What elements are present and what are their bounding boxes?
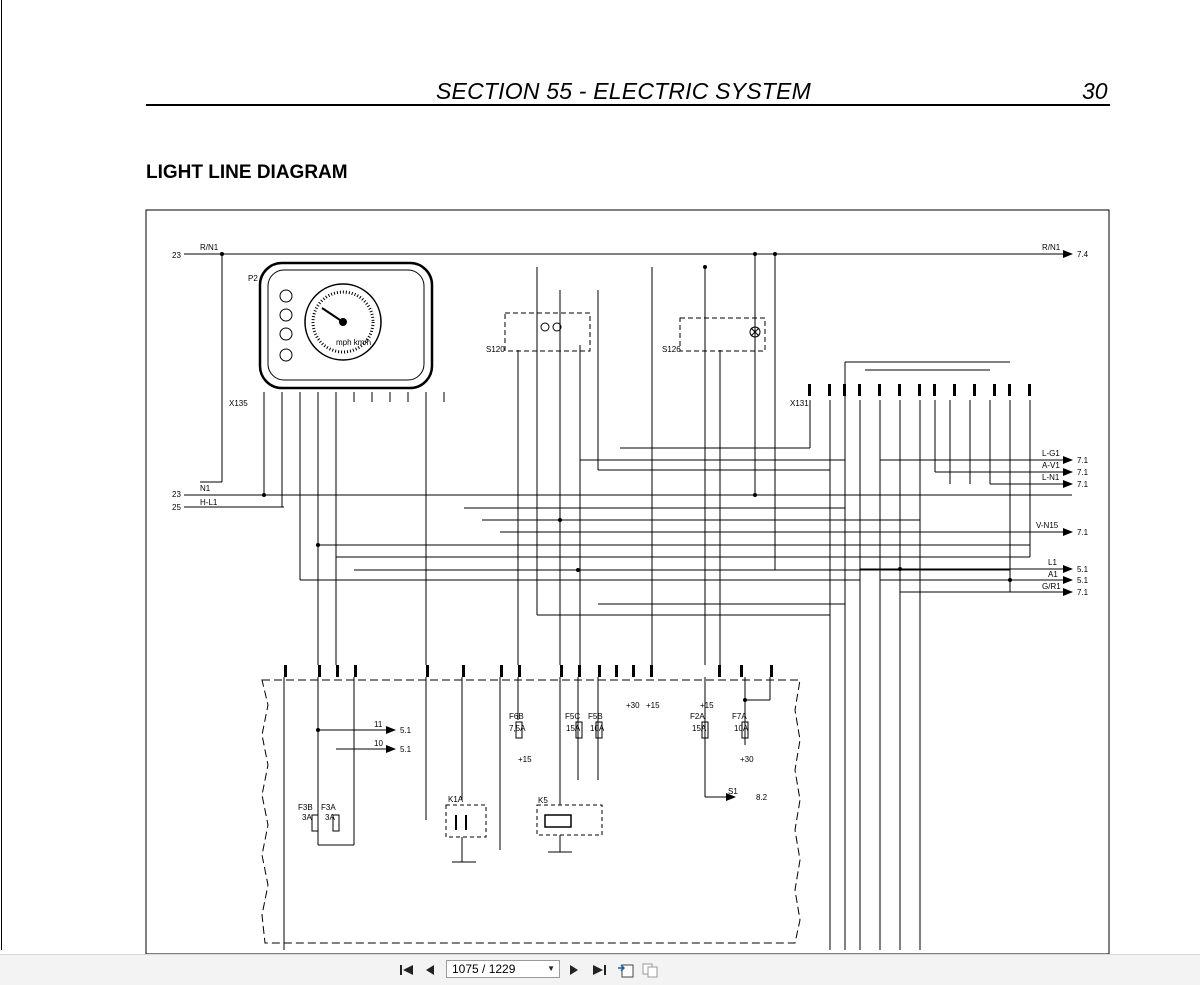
fit-page-icon bbox=[618, 964, 634, 978]
diagram-frame bbox=[145, 209, 1110, 954]
ref-label-l1: 5.1 bbox=[1077, 565, 1089, 574]
label-p2: P2 bbox=[248, 274, 258, 283]
supply-plus30: +30 bbox=[626, 701, 640, 710]
wire-label-av1: A-V1 bbox=[1042, 461, 1060, 470]
switch-s120 bbox=[504, 312, 591, 352]
wiring-schematic: R/N1 23 N1 23 H-L1 25 R/N1 7.4 L-G1 7.1 … bbox=[145, 209, 1110, 954]
relay-k1a bbox=[445, 804, 487, 863]
x131-connector-pins bbox=[808, 384, 1031, 396]
label-f7a: F7A bbox=[732, 712, 747, 721]
first-page-icon bbox=[400, 965, 413, 975]
speedometer-icon bbox=[304, 283, 382, 361]
wire-label-rn1-left: R/N1 bbox=[200, 243, 219, 252]
section-title: SECTION 55 - ELECTRIC SYSTEM bbox=[436, 78, 811, 104]
wire-label-hl1-left: H-L1 bbox=[200, 498, 218, 507]
label-x131: X131 bbox=[790, 399, 809, 408]
wire-label-s1: S1 bbox=[728, 787, 738, 796]
chevron-down-icon: ▼ bbox=[547, 964, 555, 973]
page-left-border bbox=[1, 0, 2, 950]
wire-label-rn1-right: R/N1 bbox=[1042, 243, 1061, 252]
wire-label-11: 11 bbox=[374, 720, 383, 729]
indicator-light-icon bbox=[279, 348, 293, 362]
rating-f5b: 10A bbox=[590, 724, 605, 733]
rating-f6b: 7,5A bbox=[509, 724, 526, 733]
supply-f2a: +15 bbox=[700, 701, 714, 710]
rating-f2a: 15A bbox=[692, 724, 707, 733]
label-gauge-units: mph km/h bbox=[336, 338, 371, 347]
ref-label-ln1: 7.1 bbox=[1077, 480, 1089, 489]
ref-label-25: 25 bbox=[172, 503, 181, 512]
pdf-viewer-toolbar: 1075 / 1229 ▼ bbox=[0, 954, 1200, 985]
page-number-input[interactable]: 1075 / 1229 ▼ bbox=[446, 960, 560, 978]
ref-label-74: 7.4 bbox=[1077, 250, 1089, 259]
diagram-title: LIGHT LINE DIAGRAM bbox=[146, 162, 348, 183]
rating-f3a: 3A bbox=[325, 813, 335, 822]
fit-page-button[interactable] bbox=[616, 961, 636, 979]
wire-label-l1: L1 bbox=[1048, 558, 1057, 567]
header-rule bbox=[146, 104, 1110, 106]
label-f5c: F5C bbox=[565, 712, 580, 721]
last-page-button[interactable] bbox=[590, 961, 608, 979]
label-x135: X135 bbox=[229, 399, 248, 408]
ref-label-vn15: 7.1 bbox=[1077, 528, 1089, 537]
last-page-icon bbox=[593, 965, 606, 975]
control-module-outline bbox=[261, 679, 801, 944]
first-page-button[interactable] bbox=[398, 961, 416, 979]
wire-label-ln1: L-N1 bbox=[1042, 473, 1060, 482]
prev-page-button[interactable] bbox=[422, 961, 438, 979]
indicator-direction-icon bbox=[279, 289, 293, 303]
indicator-hazard-icon bbox=[279, 308, 293, 322]
wire-label-n1-left: N1 bbox=[200, 484, 211, 493]
wire-label-a1: A1 bbox=[1048, 570, 1058, 579]
ref-label-23b: 23 bbox=[172, 490, 181, 499]
wire-label-10: 10 bbox=[374, 739, 383, 748]
label-f3a: F3A bbox=[321, 803, 336, 812]
label-f3b: F3B bbox=[298, 803, 313, 812]
rating-f3b: 3A bbox=[302, 813, 312, 822]
ref-label-23a: 23 bbox=[172, 251, 181, 260]
fuses bbox=[311, 721, 749, 832]
ref-label-s1: 8.2 bbox=[756, 793, 768, 802]
ref-label-lg1: 7.1 bbox=[1077, 456, 1089, 465]
page-number: 30 bbox=[1082, 78, 1108, 104]
ref-label-11: 5.1 bbox=[400, 726, 412, 735]
next-page-button[interactable] bbox=[566, 961, 582, 979]
instrument-panel-p2 bbox=[258, 261, 434, 390]
supply-f7a: +30 bbox=[740, 755, 754, 764]
ref-label-av1: 7.1 bbox=[1077, 468, 1089, 477]
lower-connector-pins bbox=[284, 665, 773, 677]
switch-s126 bbox=[679, 317, 766, 352]
junction-dots bbox=[220, 252, 1012, 732]
prev-page-icon bbox=[426, 965, 434, 975]
rating-f5c: 15A bbox=[566, 724, 581, 733]
supply-plus15: +15 bbox=[646, 701, 660, 710]
ref-label-10: 5.1 bbox=[400, 745, 412, 754]
label-s120: S120 bbox=[486, 345, 505, 354]
wire-label-vn15: V-N15 bbox=[1036, 521, 1059, 530]
p2-connector-pins bbox=[263, 392, 445, 402]
two-page-button[interactable] bbox=[640, 961, 660, 979]
indicator-beam-icon bbox=[279, 327, 293, 341]
ref-label-a1: 5.1 bbox=[1077, 576, 1089, 585]
supply-f6b: +15 bbox=[518, 755, 532, 764]
label-f5b: F5B bbox=[588, 712, 603, 721]
wire-label-gr1: G/R1 bbox=[1042, 582, 1061, 591]
label-f2a: F2A bbox=[690, 712, 705, 721]
next-page-icon bbox=[570, 965, 578, 975]
label-k5: K5 bbox=[538, 796, 548, 805]
page-indicator-text: 1075 / 1229 bbox=[452, 962, 516, 976]
label-f6b: F6B bbox=[509, 712, 524, 721]
label-k1a: K1A bbox=[448, 795, 464, 804]
two-page-icon bbox=[642, 963, 658, 978]
relay-k5 bbox=[536, 804, 603, 853]
label-s126: S126 bbox=[662, 345, 681, 354]
ref-label-gr1: 7.1 bbox=[1077, 588, 1089, 597]
rating-f7a: 10A bbox=[734, 724, 749, 733]
wire-label-lg1: L-G1 bbox=[1042, 449, 1060, 458]
